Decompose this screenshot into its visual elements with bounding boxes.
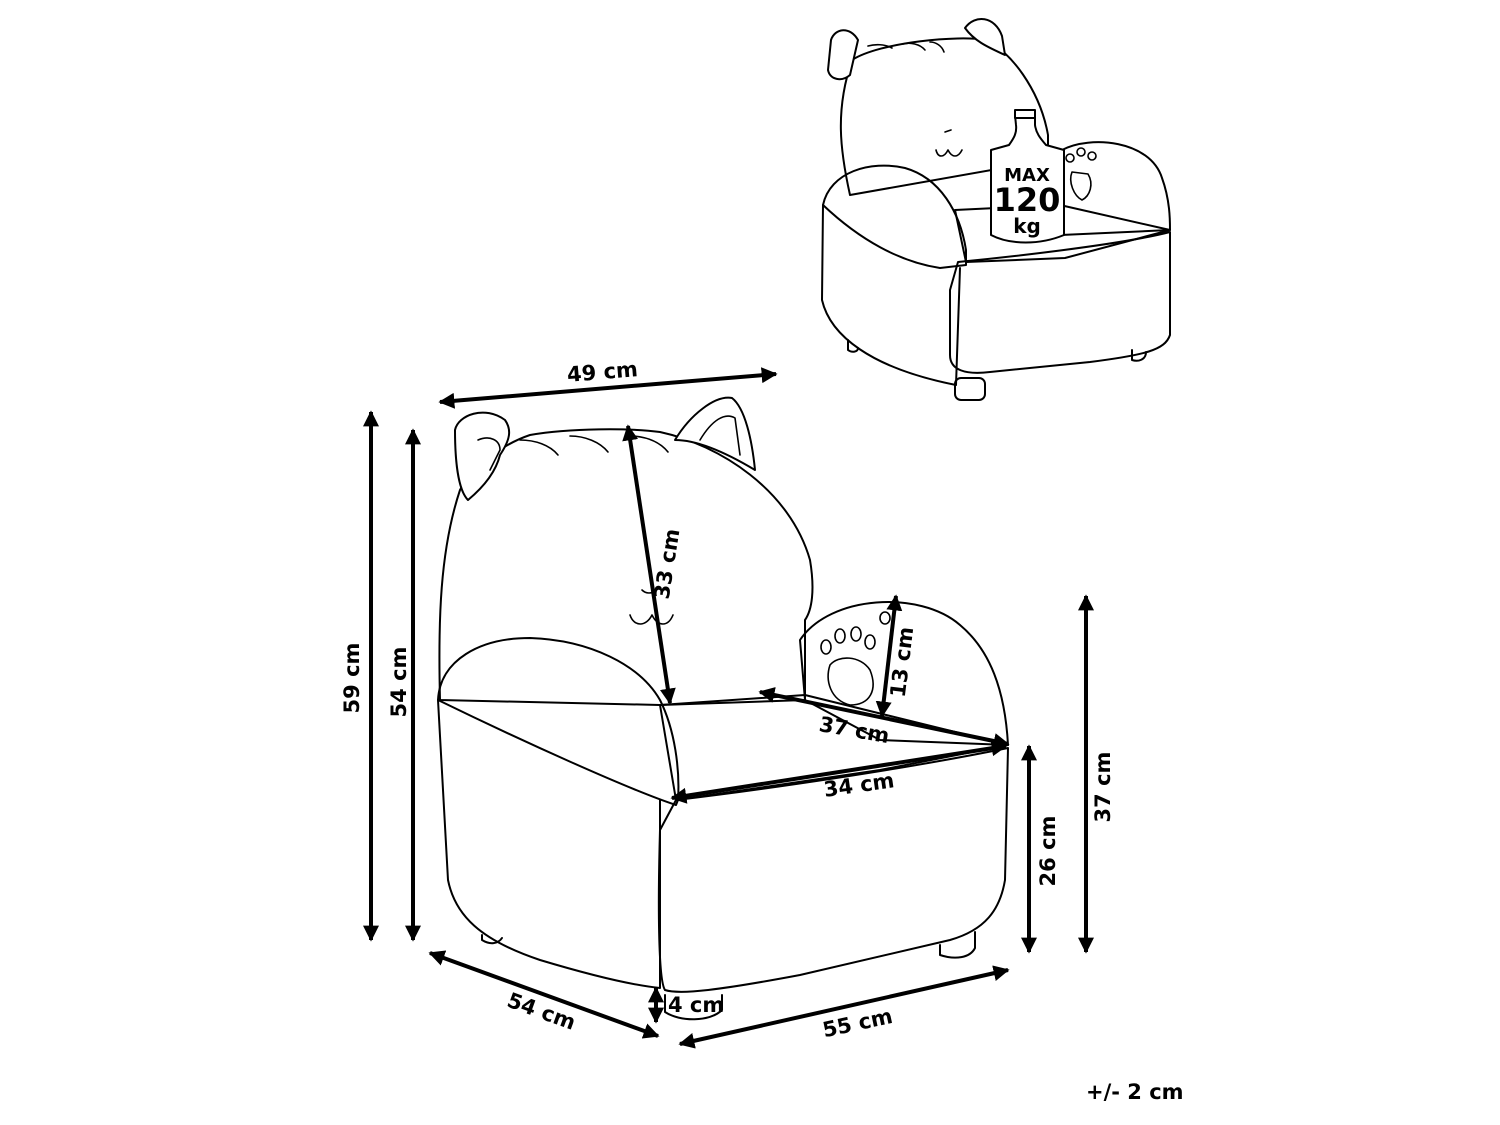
arrow-seat-width [670, 740, 1008, 804]
arrow-width [678, 965, 1010, 1049]
tolerance-note: +/- 2 cm [1086, 1080, 1184, 1104]
badge-line-unit: kg [1013, 214, 1041, 238]
badge-line-max: MAX [1004, 165, 1050, 186]
label-front-height: 26 cm [1036, 816, 1060, 887]
arrow-top-width [438, 367, 778, 409]
dimension-arrows [363, 367, 1094, 1049]
badge-line-weight: 120 [994, 181, 1061, 219]
preview-chair-drawing [821, 18, 1171, 401]
label-top-width: 49 cm [566, 357, 639, 387]
label-seat-floor-height: 37 cm [1091, 752, 1115, 823]
label-total-height: 59 cm [340, 643, 364, 714]
arrow-backrest-height [622, 424, 676, 705]
label-leg-height: 4 cm [668, 993, 724, 1017]
max-load-badge: MAX 120 kg [990, 109, 1065, 244]
main-chair-drawing [437, 396, 1009, 1021]
label-backrest-height: 33 cm [650, 527, 685, 601]
arrow-depth [428, 950, 660, 1039]
arrow-seat-depth [758, 687, 1010, 749]
label-body-height: 54 cm [387, 647, 411, 718]
